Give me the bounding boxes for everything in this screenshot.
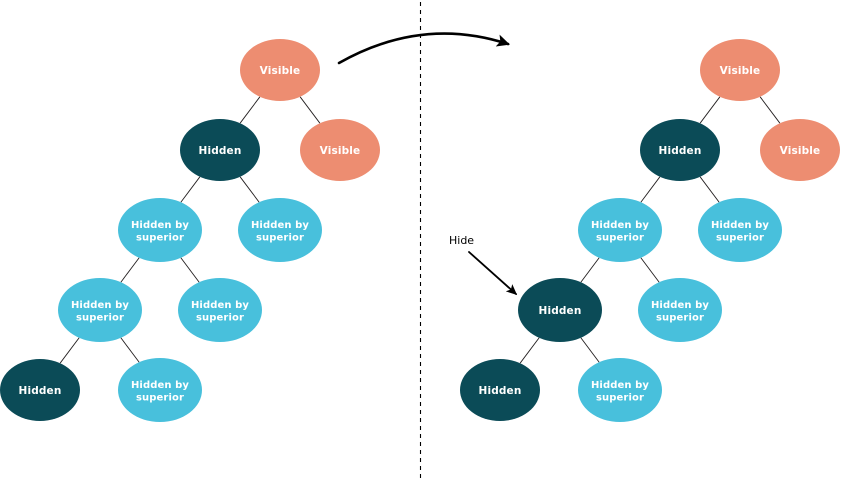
node-ellipse[interactable] (760, 119, 840, 181)
node-ellipse[interactable] (118, 198, 202, 262)
tree-node-visible[interactable]: Visible (700, 39, 780, 101)
transform-curved-arrow (337, 32, 510, 65)
node-ellipse[interactable] (700, 39, 780, 101)
node-label: Hidden (19, 385, 62, 397)
node-ellipse[interactable] (578, 358, 662, 422)
hide-annotation: Hide (449, 234, 518, 295)
tree-edge (180, 257, 200, 283)
node-label: Hidden (659, 145, 702, 157)
node-ellipse[interactable] (178, 278, 262, 342)
after-tree-edges (519, 96, 781, 364)
node-label: Hidden (199, 145, 242, 157)
node-ellipse[interactable] (460, 359, 540, 421)
node-label: Hidden (479, 385, 522, 397)
hide-annotation-arrow (468, 251, 518, 295)
node-ellipse[interactable] (180, 119, 260, 181)
tree-edge (640, 257, 660, 283)
tree-edge (239, 176, 260, 203)
node-ellipse[interactable] (698, 198, 782, 262)
node-ellipse[interactable] (578, 198, 662, 262)
tree-edge (299, 96, 321, 124)
tree-edge (699, 176, 720, 203)
tree-node-visible[interactable]: Visible (760, 119, 840, 181)
tree-node-hidden[interactable]: Hidden (460, 359, 540, 421)
tree-node-hidden[interactable]: Hidden (640, 119, 720, 181)
node-ellipse[interactable] (638, 278, 722, 342)
node-ellipse[interactable] (58, 278, 142, 342)
tree-node-hidden[interactable]: Hidden (0, 359, 80, 421)
tree-edge (699, 96, 721, 124)
tree-node-hidden[interactable]: Hidden (518, 278, 602, 342)
node-ellipse[interactable] (118, 358, 202, 422)
tree-edge (759, 96, 781, 124)
node-ellipse[interactable] (0, 359, 80, 421)
tree-edge (239, 96, 261, 124)
tree-edge (580, 337, 600, 363)
tree-edge (120, 337, 140, 363)
node-ellipse[interactable] (640, 119, 720, 181)
node-label: Visible (260, 65, 301, 77)
tree-edge (519, 337, 540, 364)
node-ellipse[interactable] (238, 198, 322, 262)
tree-edge (640, 176, 661, 203)
tree-edge (59, 337, 80, 364)
tree-edge (120, 257, 140, 283)
node-label: Visible (720, 65, 761, 77)
hide-annotation-label: Hide (449, 234, 474, 247)
node-label: Visible (320, 145, 361, 157)
tree-node-visible[interactable]: Visible (240, 39, 320, 101)
node-label: Visible (780, 145, 821, 157)
before-tree-edges (59, 96, 321, 364)
tree-edge (580, 257, 600, 283)
tree-node-visible[interactable]: Visible (300, 119, 380, 181)
node-ellipse[interactable] (518, 278, 602, 342)
node-label: Hidden (539, 305, 582, 317)
node-ellipse[interactable] (240, 39, 320, 101)
tree-edge (180, 176, 201, 203)
tree-node-hidden[interactable]: Hidden (180, 119, 260, 181)
node-ellipse[interactable] (300, 119, 380, 181)
